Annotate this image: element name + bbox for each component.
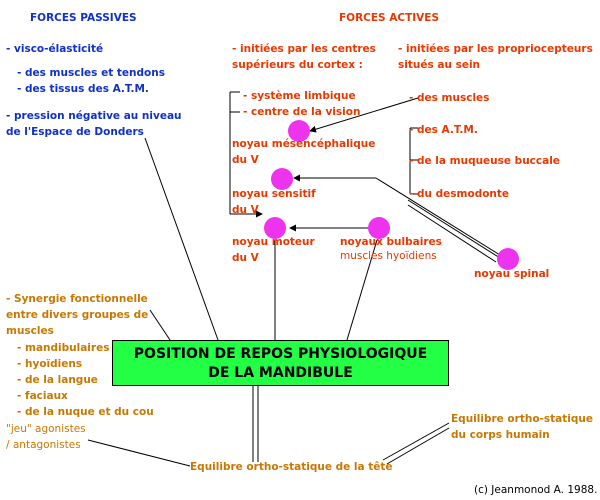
- passive-heading: FORCES PASSIVES: [30, 12, 137, 24]
- node-bulbaires: [368, 217, 390, 239]
- label-bulbaires-2: muscles hyoïdiens: [340, 250, 437, 262]
- label-mesencephalique-2: du V: [232, 154, 259, 166]
- equilibre-tete: Equilibre ortho-statique de la tête: [190, 461, 393, 473]
- passive-pression-1: - pression négative au niveau: [6, 110, 182, 122]
- synergy-item: - mandibulaires: [17, 342, 110, 354]
- active-desmodonte: - du desmodonte: [409, 188, 510, 200]
- equilibre-corps-1: Equilibre ortho-statique: [451, 413, 593, 425]
- active-proprio-2: situés au sein: [398, 59, 481, 71]
- passive-pression-2: de l'Espace de Donders: [6, 126, 144, 138]
- active-atm: - des A.T.M.: [409, 124, 478, 136]
- active-muqueuse: - de la muqueuse buccale: [409, 155, 560, 167]
- active-proprio-1: - initiées par les propriocepteurs: [398, 43, 593, 55]
- synergy-item: - de la nuque et du cou: [17, 406, 154, 418]
- node-spinal: [497, 248, 519, 270]
- active-heading: FORCES ACTIVES: [339, 12, 440, 24]
- passive-muscles-tendons: - des muscles et tendons: [17, 67, 165, 79]
- synergy-jeu-1: "jeu" agonistes: [6, 423, 86, 435]
- equilibre-corps-2: du corps humain: [451, 429, 550, 441]
- active-vision: - centre de la vision: [243, 106, 361, 118]
- label-sensitif-2: du V: [232, 204, 259, 216]
- node-mesencephalique: [288, 120, 310, 142]
- node-sensitif: [271, 168, 293, 190]
- node-moteur: [264, 217, 286, 239]
- active-muscles: - des muscles: [409, 92, 490, 104]
- synergy-jeu-2: / antagonistes: [6, 439, 81, 451]
- label-sensitif-1: noyau sensitif: [232, 188, 316, 200]
- label-spinal: noyau spinal: [474, 268, 550, 280]
- synergy-item: - hyoïdiens: [17, 358, 83, 370]
- center-box: POSITION DE REPOS PHYSIOLOGIQUE DE LA MA…: [112, 340, 449, 386]
- passive-visco: - visco-élasticité: [6, 43, 104, 55]
- label-mesencephalique-1: noyau mésencéphalique: [232, 138, 376, 150]
- synergy-line-2: entre divers groupes de: [6, 309, 149, 321]
- center-line-2: DE LA MANDIBULE: [208, 365, 353, 381]
- center-line-1: POSITION DE REPOS PHYSIOLOGIQUE: [133, 346, 428, 362]
- label-moteur-1: noyau moteur: [232, 236, 315, 248]
- synergy-line-1: - Synergie fonctionnelle: [6, 293, 148, 305]
- synergy-item: - de la langue: [17, 374, 98, 386]
- synergy-item: - faciaux: [17, 390, 68, 402]
- label-bulbaires-1: noyaux bulbaires: [340, 236, 442, 248]
- copyright: (c) Jeanmonod A. 1988.: [474, 484, 598, 496]
- active-centres-2: supérieurs du cortex :: [232, 59, 363, 71]
- synergy-line-3: muscles: [6, 325, 54, 337]
- active-centres-1: - initiées par les centres: [232, 43, 376, 55]
- label-moteur-2: du V: [232, 252, 259, 264]
- active-limbique: - système limbique: [243, 90, 356, 102]
- passive-tissus-atm: - des tissus des A.T.M.: [17, 83, 149, 95]
